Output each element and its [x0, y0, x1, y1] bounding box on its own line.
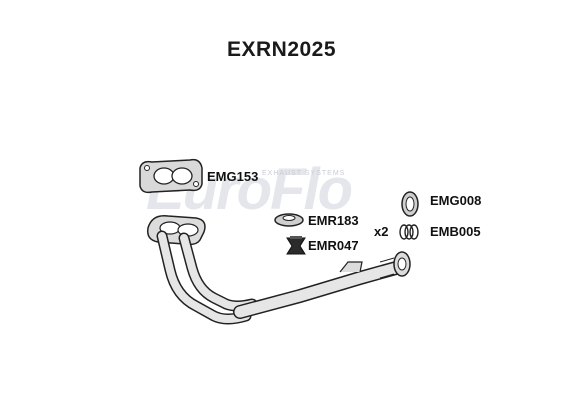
emr047-mount-drawing: [286, 236, 306, 255]
quantity-marker: x2: [374, 224, 389, 239]
label-emg008: EMG008: [430, 193, 482, 208]
brand-watermark-tagline: EXHAUST SYSTEMS: [262, 170, 346, 177]
emb005-spring-drawing: [399, 224, 419, 240]
label-emr183: EMR183: [308, 213, 359, 228]
emr183-ring-drawing: [274, 213, 304, 227]
emg008-ring-drawing: [401, 191, 419, 217]
emg153-gasket-drawing: [139, 158, 203, 194]
front-pipe-drawing: [146, 215, 411, 325]
part-number-title: EXRN2025: [226, 38, 337, 61]
label-emr047: EMR047: [308, 238, 359, 253]
label-emg153: EMG153: [207, 169, 259, 184]
label-emb005: EMB005: [430, 224, 481, 239]
